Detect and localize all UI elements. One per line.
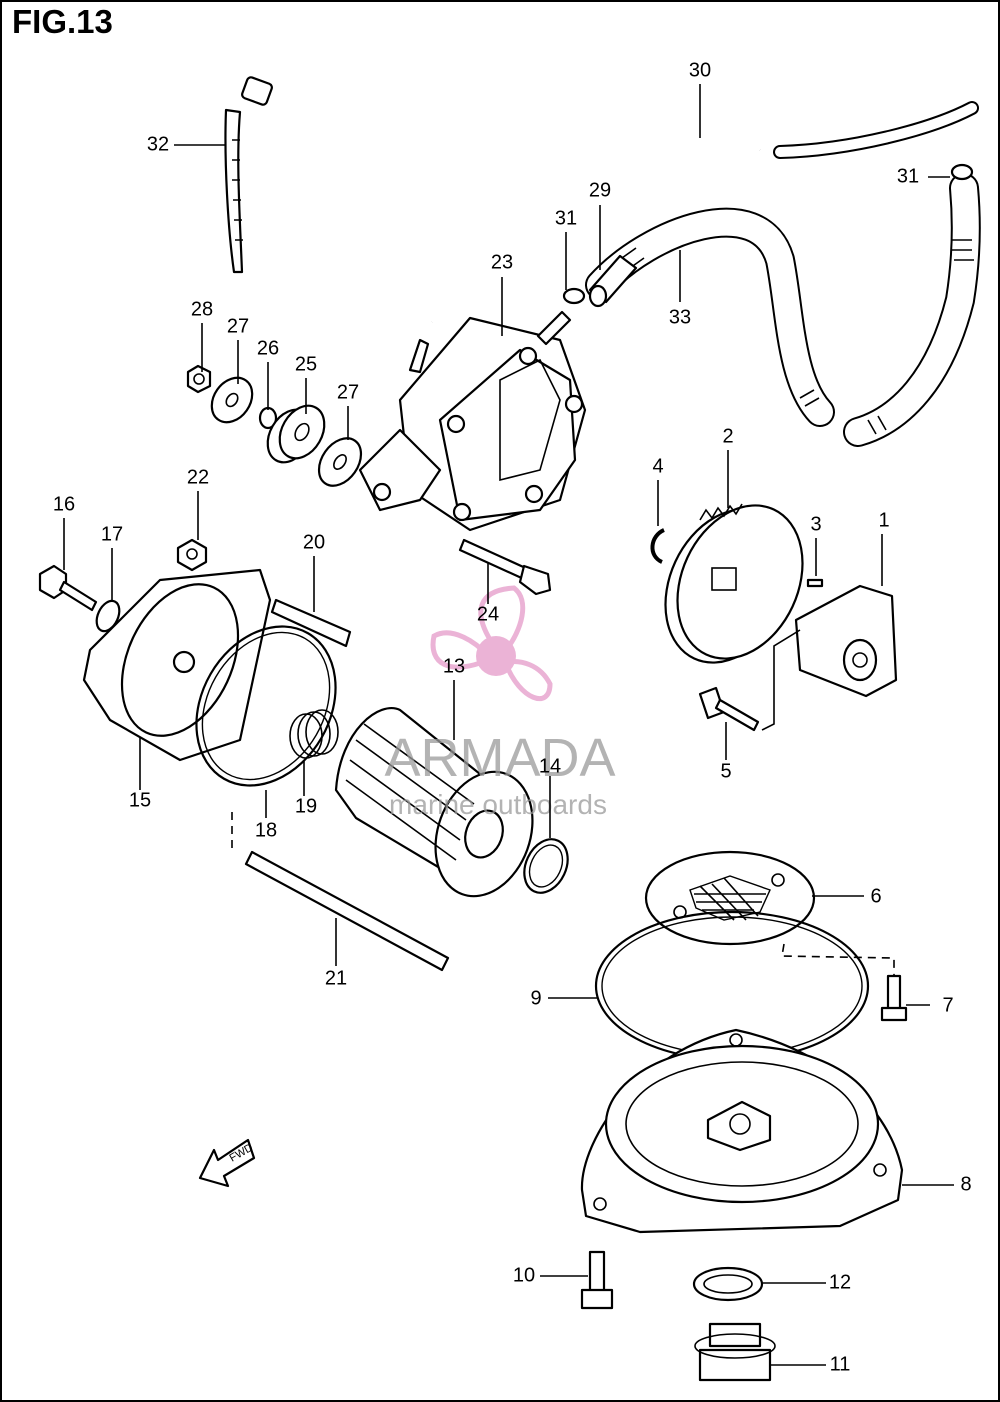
nut-28: [186, 364, 212, 394]
callout-16: 16: [53, 493, 75, 515]
callout-24: 24: [477, 603, 499, 625]
fuel-hose-33: [585, 173, 981, 447]
callout-20: 20: [303, 531, 325, 553]
grommet-25: [266, 404, 326, 464]
callout-4: 4: [652, 455, 663, 477]
callout-13: 13: [443, 655, 465, 677]
callout-15: 15: [129, 789, 151, 811]
callout-31-right: 31: [897, 165, 919, 187]
callout-2: 2: [722, 425, 733, 447]
callout-26: 26: [257, 337, 279, 359]
callout-31-left: 31: [555, 207, 577, 229]
cable-tie-32: [224, 76, 273, 274]
fuel-pump-23: [358, 310, 587, 532]
oil-strainer-6: [644, 850, 816, 946]
guide-line-bolt-7: [781, 943, 895, 976]
callout-1: 1: [878, 509, 889, 531]
callout-17: 17: [101, 523, 123, 545]
hose-fitting-29: [588, 254, 638, 308]
callout-9: 9: [530, 987, 541, 1009]
washer-12: [692, 1266, 764, 1302]
bolt-24: [458, 538, 552, 596]
forward-arrow-icon: FWD: [198, 1138, 255, 1188]
callout-19: 19: [295, 795, 317, 817]
fuel-hose-30: [427, 101, 979, 323]
washer-17: [95, 599, 121, 633]
watermark-brand: ARMADA: [384, 728, 615, 788]
callout-33: 33: [669, 306, 691, 328]
filter-case-15: [82, 568, 272, 762]
callout-3: 3: [810, 513, 821, 535]
callout-5: 5: [720, 760, 731, 782]
callout-22: 22: [187, 466, 209, 488]
propeller-logo-icon: [430, 585, 553, 702]
bolt-5: [698, 686, 760, 732]
armada-watermark: ARMADA marine outboards: [384, 585, 616, 820]
callout-30: 30: [689, 59, 711, 81]
bolt-16: [38, 564, 98, 612]
oil-pan-8: [580, 1028, 904, 1234]
leader-lines: [63, 84, 954, 1366]
stud-21: [244, 850, 450, 972]
callout-27-lower: 27: [337, 381, 359, 403]
oil-filter-13: [334, 707, 534, 898]
bolt-7: [880, 974, 908, 1022]
hose-clip-31: [562, 163, 974, 305]
callout-21: 21: [325, 967, 347, 989]
washer-27-lower: [317, 437, 363, 487]
callout-12: 12: [829, 1271, 851, 1293]
callout-23: 23: [491, 251, 513, 273]
callout-7: 7: [942, 994, 953, 1016]
drain-plug-11: [694, 1322, 776, 1382]
callout-11: 11: [830, 1353, 851, 1375]
watermark-tagline: marine outboards: [389, 789, 607, 820]
figure-title: FIG.13: [12, 3, 113, 40]
spring-19: [289, 709, 339, 759]
pump-gear-2: [664, 503, 804, 664]
callout-29: 29: [589, 179, 611, 201]
bolt-10: [580, 1250, 614, 1310]
pin-3: [806, 578, 824, 588]
stud-20: [270, 598, 352, 648]
callout-6: 6: [870, 885, 881, 907]
callout-labels: 30 32 29 31 31 33 23 28 27 26 25 27 22 2…: [53, 59, 972, 1375]
callout-32: 32: [147, 133, 169, 155]
oil-pump-body-1: [794, 584, 898, 698]
circlip-4: [650, 528, 666, 564]
washer-27-upper: [210, 376, 254, 424]
callout-27-upper: 27: [227, 315, 249, 337]
callout-8: 8: [960, 1173, 971, 1195]
callout-18: 18: [255, 819, 277, 841]
nut-22: [176, 538, 208, 572]
callout-10: 10: [513, 1264, 535, 1286]
callout-25: 25: [295, 353, 317, 375]
guide-line-bolt-5: [761, 629, 801, 731]
callout-14: 14: [539, 755, 561, 777]
callout-28: 28: [191, 298, 213, 320]
o-ring-14: [523, 838, 569, 894]
